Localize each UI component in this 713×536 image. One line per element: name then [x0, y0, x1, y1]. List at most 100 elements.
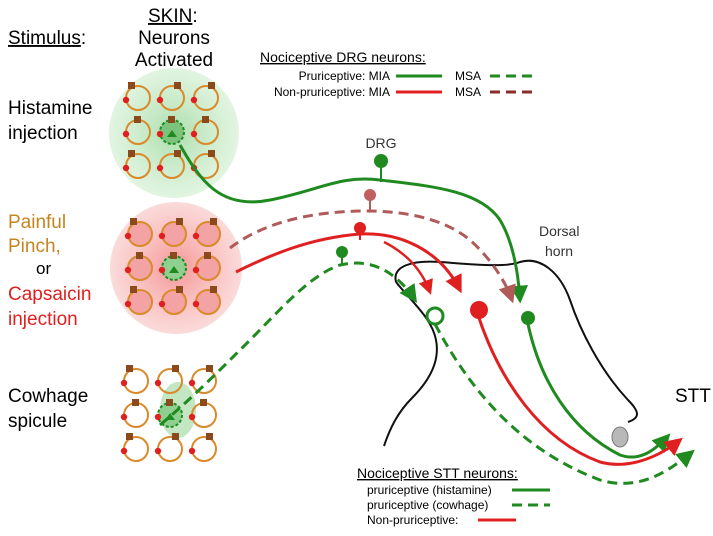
skin-neuron-cell [195, 289, 221, 315]
skin-neuron-cell [123, 368, 149, 394]
skin-receptor-dot [154, 447, 162, 455]
skin-terminal-marker [208, 150, 215, 157]
skin-neuron-cell [195, 255, 221, 281]
skin-terminal-marker [174, 82, 181, 89]
drg-label: DRG [365, 135, 396, 151]
cowhage-msa-axon [159, 261, 417, 427]
skin-receptor-dot [120, 447, 128, 455]
skin-neuron-cell [157, 436, 183, 462]
stt-legend-cowhage-label: pruriceptive (cowhage) [367, 498, 488, 512]
skin-receptor-dot [124, 300, 132, 308]
stt-nonpruri-tract [477, 317, 683, 466]
neurons-heading: Neurons [138, 28, 210, 49]
skin-receptor-dot [124, 266, 132, 274]
stt-histamine-tract [526, 323, 671, 459]
skin-neuron-cell [161, 289, 187, 315]
drg-legend-pruri-msa: MSA [455, 69, 481, 83]
skin-receptor-dot [188, 379, 196, 387]
skin-receptor-dot [156, 96, 164, 104]
skin-terminal-marker [210, 218, 217, 225]
skin-receptor-dot [124, 232, 132, 240]
skin-terminal-marker [174, 150, 181, 157]
stt-label: STT [675, 386, 711, 407]
skin-heading: SKIN: [148, 6, 198, 27]
or-label: or [36, 259, 51, 278]
skin-center-arrow [167, 130, 177, 137]
stt-gray-neuron [611, 426, 629, 448]
stt-cowhage-tract [433, 323, 695, 485]
skin-receptor-dot [122, 164, 130, 172]
skin-terminal-marker [126, 365, 133, 372]
skin-terminal-marker [130, 286, 137, 293]
dorsal-horn-label-line1: Dorsal [539, 223, 579, 239]
skin-receptor-dot [192, 232, 200, 240]
skin-receptor-dot [122, 130, 130, 138]
cowhage-msa-soma [336, 246, 348, 258]
skin-center-arrow [169, 266, 179, 273]
skin-receptor-dot [154, 413, 162, 421]
dorsal-horn-label-line2: horn [545, 243, 573, 259]
skin-terminal-marker [176, 286, 183, 293]
cowhage-label-line2: spicule [8, 411, 67, 432]
histamine-drg-soma [374, 154, 388, 168]
skin-receptor-dot [158, 266, 166, 274]
cowhage-neuron-grid [120, 365, 217, 462]
capsaicin-label-line1: Capsaicin [8, 284, 91, 305]
drg-legend-nonpruri-label: Non-pruriceptive: MIA [274, 85, 390, 99]
skin-terminal-marker [128, 82, 135, 89]
stt-histamine-neuron [521, 311, 535, 325]
cowhage-label-line1: Cowhage [8, 386, 88, 407]
skin-terminal-marker [130, 218, 137, 225]
stt-legend-nonpruri-label: Non-pruriceptive: [367, 513, 458, 527]
skin-receptor-dot [188, 447, 196, 455]
drg-legend-pruri-label: Pruriceptive: MIA [299, 69, 390, 83]
skin-terminal-marker [210, 286, 217, 293]
skin-terminal-marker [126, 433, 133, 440]
drg-legend-nonpruri-msa: MSA [455, 85, 481, 99]
drg-legend-title: Nociceptive DRG neurons: [260, 49, 426, 65]
activated-heading: Activated [135, 50, 213, 71]
skin-receptor-dot [156, 164, 164, 172]
skin-terminal-marker [132, 399, 139, 406]
skin-neuron-cell [127, 221, 153, 247]
pinch-label-line1: Painful [8, 212, 66, 233]
pinch-neuron-grid [124, 218, 221, 315]
skin-terminal-marker [136, 252, 143, 259]
skin-neuron-cell [191, 368, 217, 394]
histamine-label-line1: Histamine [8, 98, 92, 119]
stt-legend-title: Nociceptive STT neurons: [357, 465, 518, 481]
skin-receptor-dot [120, 413, 128, 421]
skin-receptor-dot [120, 379, 128, 387]
dorsal-horn-outline [383, 259, 638, 447]
skin-receptor-dot [122, 96, 130, 104]
skin-receptor-dot [158, 300, 166, 308]
skin-terminal-marker [202, 116, 209, 123]
pinch-mia-soma [354, 222, 366, 234]
skin-receptor-dot [190, 96, 198, 104]
skin-neuron-cell [123, 402, 149, 428]
pinch-msa-soma [364, 189, 376, 201]
pinch-label-line2: Pinch, [8, 236, 61, 257]
skin-receptor-dot [158, 232, 166, 240]
skin-terminal-marker [168, 116, 175, 123]
skin-terminal-marker [176, 218, 183, 225]
skin-terminal-marker [206, 433, 213, 440]
skin-neuron-cell [127, 255, 153, 281]
skin-terminal-marker [204, 252, 211, 259]
stimulus-heading: Stimulus: [8, 28, 86, 49]
skin-terminal-marker [128, 150, 135, 157]
skin-terminal-marker [206, 365, 213, 372]
stt-cowhage-neuron [425, 306, 445, 326]
skin-terminal-marker [208, 82, 215, 89]
skin-neuron-cell [123, 436, 149, 462]
skin-center-arrow [165, 413, 175, 420]
stt-legend-histamine-label: pruriceptive (histamine) [367, 483, 492, 497]
skin-terminal-marker [170, 252, 177, 259]
skin-neuron-cell [195, 221, 221, 247]
skin-receptor-dot [156, 130, 164, 138]
histamine-drg-axon [178, 144, 529, 304]
skin-terminal-marker [166, 399, 173, 406]
skin-neuron-cell [127, 289, 153, 315]
skin-receptor-dot [192, 300, 200, 308]
